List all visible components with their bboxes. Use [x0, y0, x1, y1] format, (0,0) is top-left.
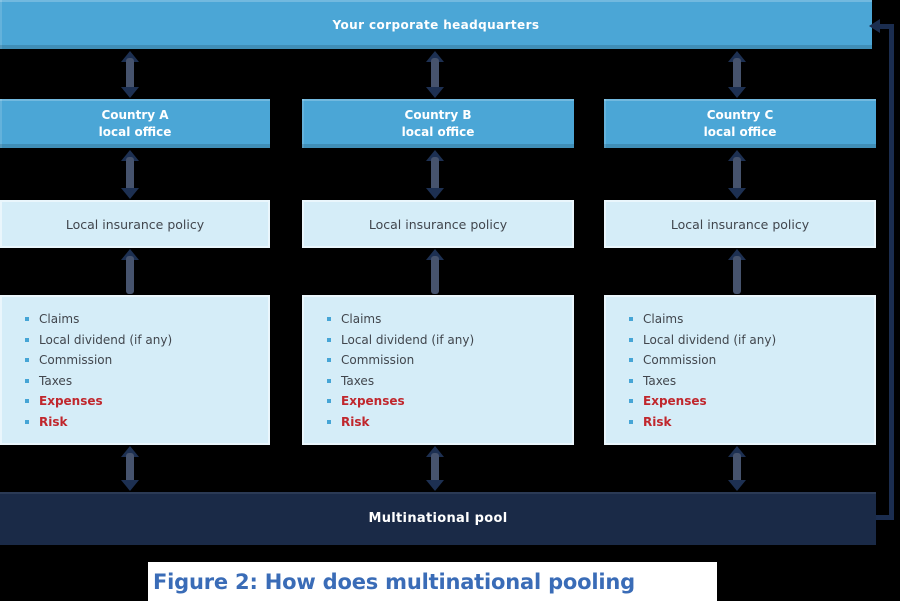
up-arrow-icon — [728, 249, 746, 294]
benefits-box-country-c: Claims Local dividend (if any) Commissio… — [604, 295, 876, 445]
office-line2: local office — [401, 124, 475, 139]
double-arrow-icon — [728, 51, 746, 98]
double-arrow-icon — [728, 150, 746, 199]
office-line1: Country C — [706, 107, 774, 122]
headquarters-label: Your corporate headquarters — [332, 17, 540, 32]
list-item: Risk — [327, 412, 474, 433]
office-label: Country C local office — [704, 107, 777, 141]
benefits-box-country-a: Claims Local dividend (if any) Commissio… — [0, 295, 270, 445]
up-arrow-icon — [121, 249, 139, 294]
list-item: Claims — [327, 309, 474, 330]
feedback-line-bottom — [876, 515, 894, 520]
benefits-list: Claims Local dividend (if any) Commissio… — [302, 295, 480, 432]
list-item: Local dividend (if any) — [25, 330, 172, 351]
double-arrow-icon — [121, 150, 139, 199]
feedback-arrow-left-icon — [869, 19, 880, 33]
list-item: Claims — [25, 309, 172, 330]
pool-label: Multinational pool — [368, 511, 508, 526]
policy-box-country-c: Local insurance policy — [604, 200, 876, 248]
office-label: Country B local office — [402, 107, 475, 141]
list-item: Commission — [327, 350, 474, 371]
feedback-line-vertical — [889, 24, 894, 520]
benefits-list: Claims Local dividend (if any) Commissio… — [604, 295, 782, 432]
double-arrow-icon — [728, 446, 746, 491]
list-item: Expenses — [629, 391, 776, 412]
office-line1: Country A — [101, 107, 169, 122]
list-item: Taxes — [327, 371, 474, 392]
list-item: Expenses — [25, 391, 172, 412]
double-arrow-icon — [426, 150, 444, 199]
list-item: Commission — [25, 350, 172, 371]
list-item: Risk — [629, 412, 776, 433]
office-line2: local office — [98, 124, 172, 139]
pool-box: Multinational pool — [0, 492, 876, 545]
office-line2: local office — [703, 124, 777, 139]
list-item: Risk — [25, 412, 172, 433]
double-arrow-icon — [426, 446, 444, 491]
double-arrow-icon — [121, 51, 139, 98]
figure-caption: Figure 2: How does multinational pooling — [148, 562, 717, 601]
office-label: Country A local office — [99, 107, 172, 141]
list-item: Local dividend (if any) — [629, 330, 776, 351]
list-item: Commission — [629, 350, 776, 371]
policy-label: Local insurance policy — [368, 216, 508, 232]
list-item: Taxes — [25, 371, 172, 392]
policy-box-country-a: Local insurance policy — [0, 200, 270, 248]
office-box-country-b: Country B local office — [302, 99, 574, 148]
benefits-list: Claims Local dividend (if any) Commissio… — [0, 295, 178, 432]
benefits-box-country-b: Claims Local dividend (if any) Commissio… — [302, 295, 574, 445]
list-item: Expenses — [327, 391, 474, 412]
list-item: Local dividend (if any) — [327, 330, 474, 351]
policy-label: Local insurance policy — [670, 216, 810, 232]
policy-box-country-b: Local insurance policy — [302, 200, 574, 248]
feedback-line-top — [880, 24, 894, 29]
policy-label: Local insurance policy — [65, 216, 205, 232]
figure-caption-text: Figure 2: How does multinational pooling — [153, 569, 635, 594]
headquarters-box: Your corporate headquarters — [0, 0, 872, 49]
office-box-country-a: Country A local office — [0, 99, 270, 148]
up-arrow-icon — [426, 249, 444, 294]
double-arrow-icon — [121, 446, 139, 491]
list-item: Claims — [629, 309, 776, 330]
double-arrow-icon — [426, 51, 444, 98]
office-line1: Country B — [404, 107, 472, 122]
office-box-country-c: Country C local office — [604, 99, 876, 148]
list-item: Taxes — [629, 371, 776, 392]
